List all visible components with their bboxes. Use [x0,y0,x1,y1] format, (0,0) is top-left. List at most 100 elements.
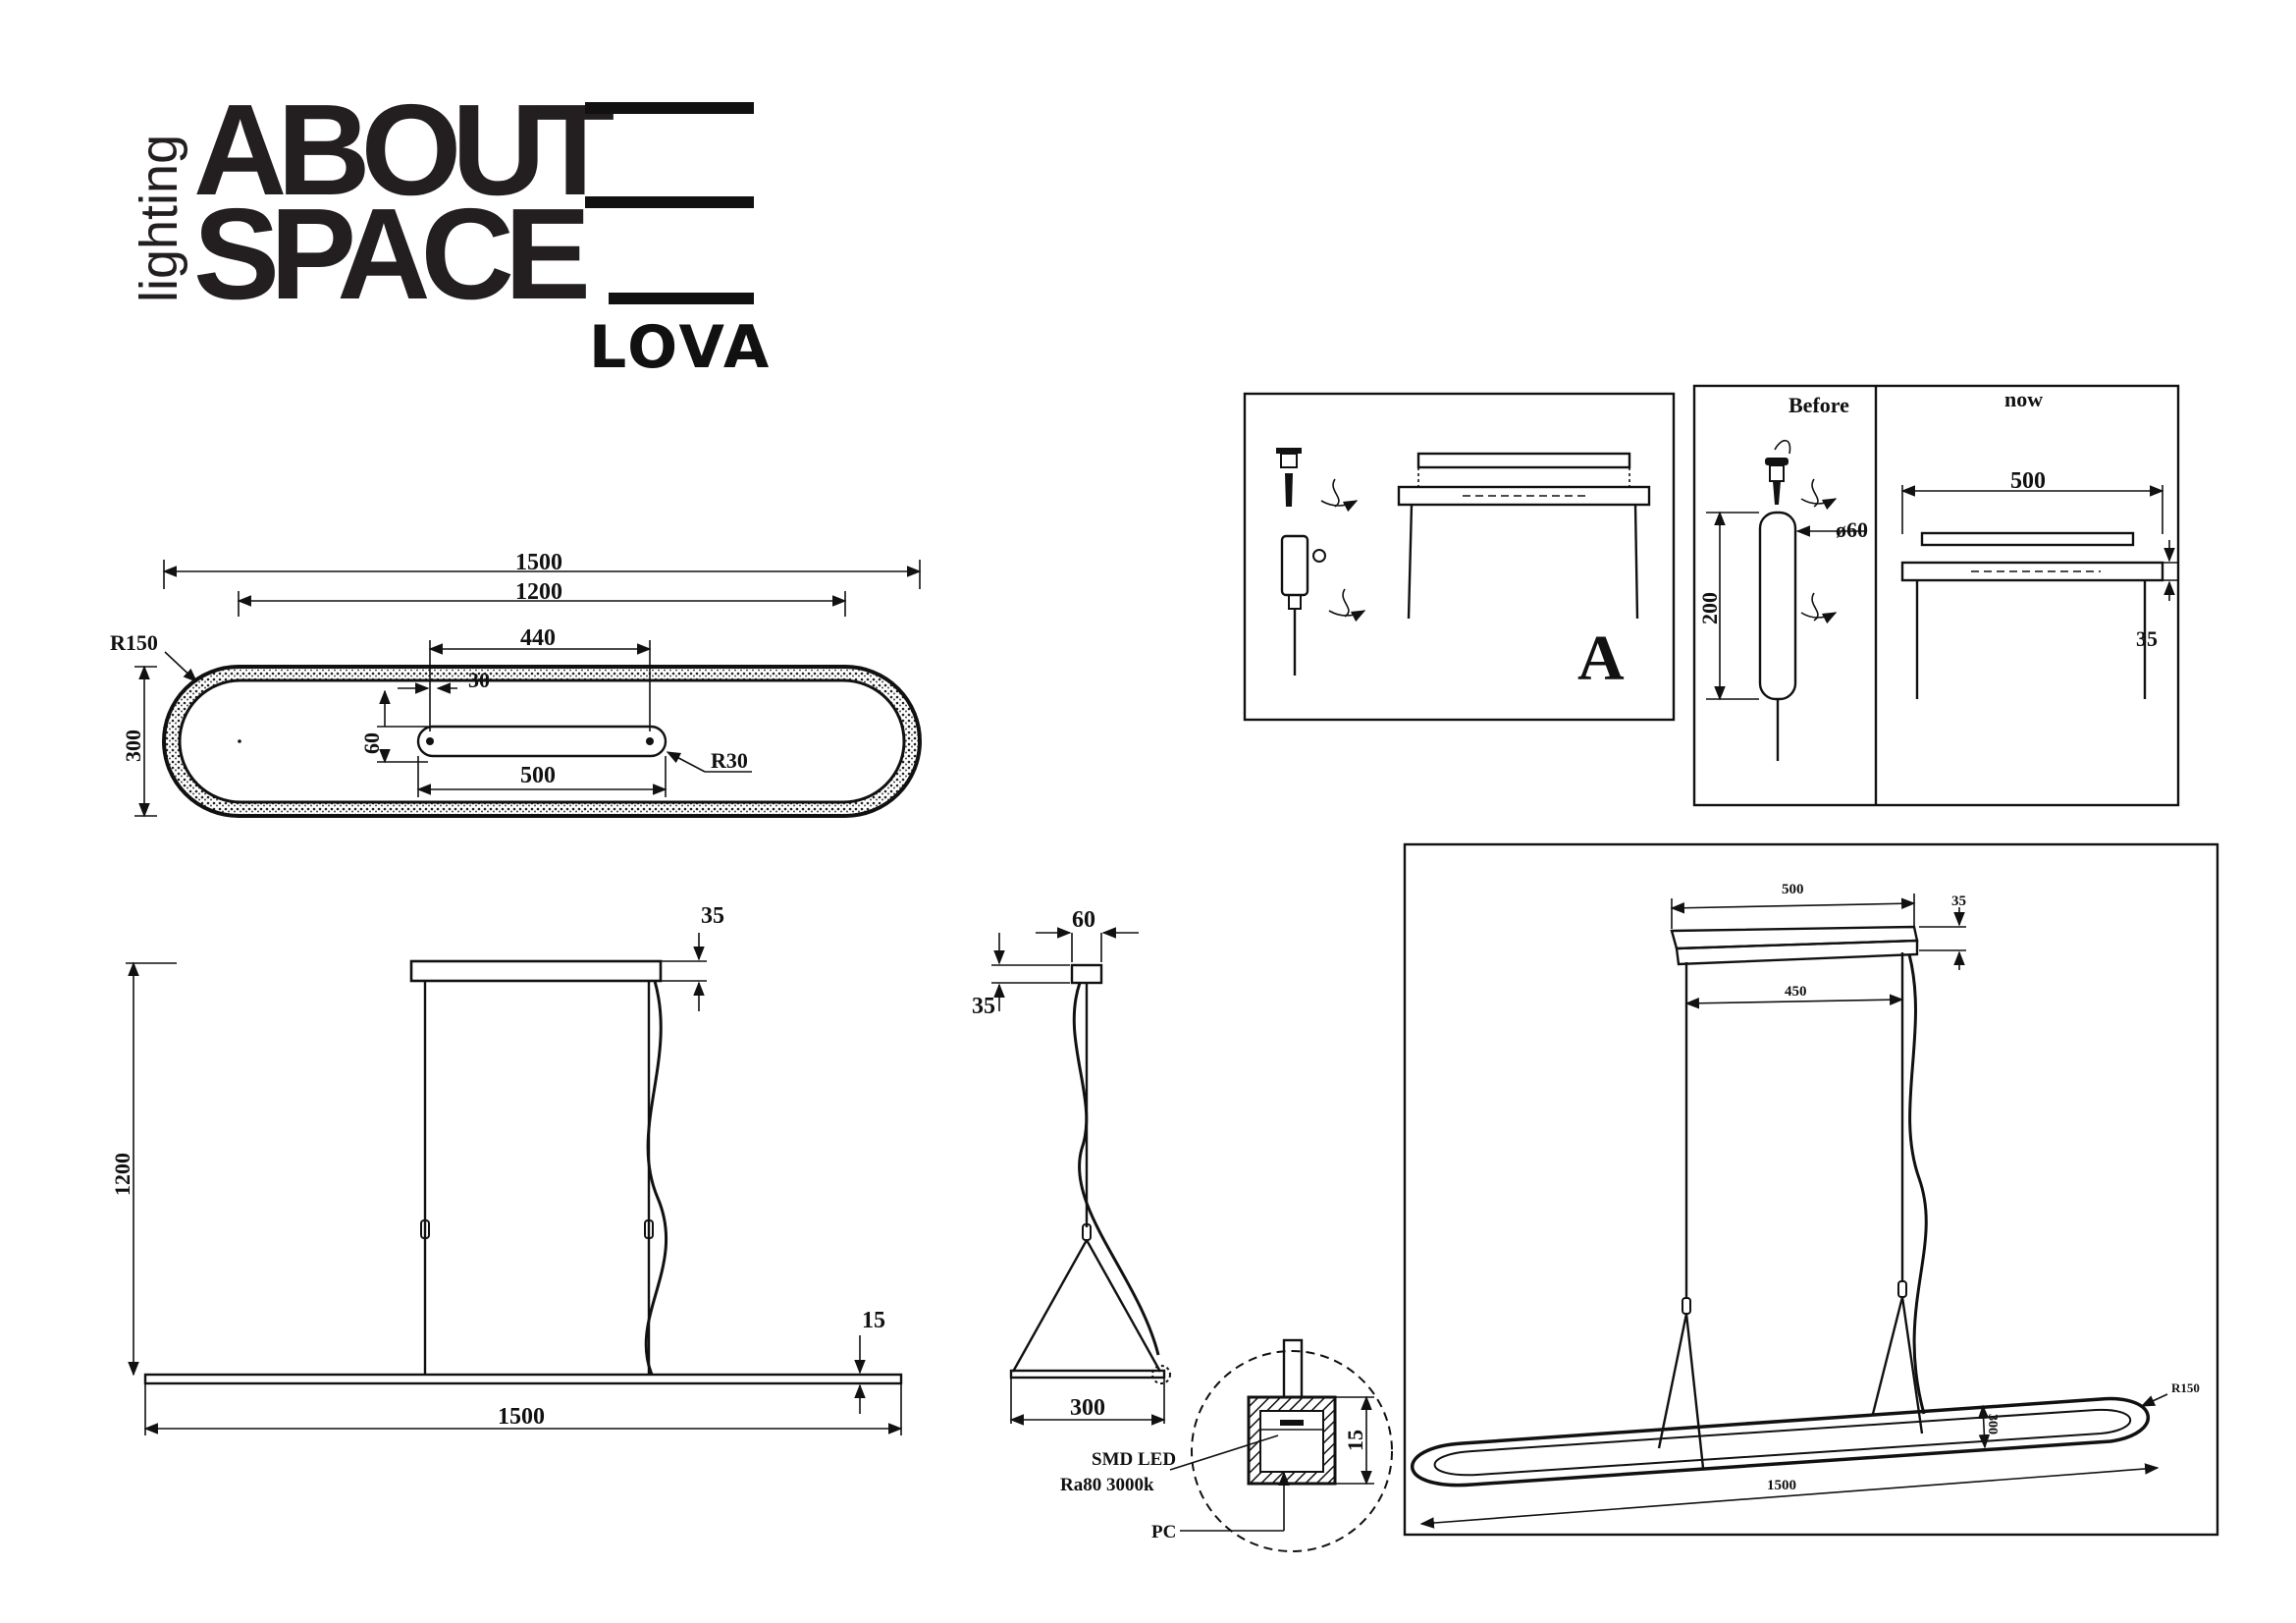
front-power-cord [644,980,668,1376]
persp-ring-outer [1411,1396,2151,1488]
dim-label-500: 500 [520,763,556,788]
leader-line [164,651,198,682]
label-smd-led: SMD LED [1092,1449,1176,1470]
label-pc: PC [1151,1522,1176,1542]
rotate-arrow-icon [1800,498,1838,511]
before-tube [1758,511,1797,701]
before-anchor [1769,464,1785,482]
dim-label-300-side: 300 [1070,1395,1105,1421]
section-stem [1282,1338,1304,1399]
detail-zoom-circle [1191,1350,1393,1552]
anchor-head [1280,453,1298,468]
mounting-comparison: Before now ø60 200 500 [1692,384,2180,807]
persp-sling-right-a [1871,1296,1904,1415]
leader-r150-persp [2140,1393,2168,1407]
center-mark [238,739,241,743]
dim-label-300-persp: 300 [1985,1414,2000,1434]
persp-canopy-side [1675,939,1919,966]
dim-label-r150: R150 [110,630,158,655]
dim-label-1500-persp: 1500 [1767,1478,1796,1493]
side-sling-right [1085,1239,1162,1373]
dim-label-1500: 1500 [515,550,562,575]
dim-label-500-now: 500 [2010,468,2046,494]
persp-sling-left-b [1684,1313,1705,1469]
rotate-arrow-icon [1328,610,1366,622]
logo-lighting-text: lighting [130,135,188,302]
model-name: LOVA [589,313,772,382]
label-led-spec: Ra80 3000k [1060,1475,1154,1495]
dim-label-60: 60 [359,732,384,754]
canopy-plate [416,725,667,758]
rotate-arrow-icon [1811,592,1819,622]
rotate-arrow-icon [1320,500,1359,513]
dim-label-r150-persp: R150 [2171,1380,2200,1395]
persp-ring-inner [1433,1408,2132,1477]
logo-bar-mid [585,196,754,208]
persp-grip-left [1682,1297,1691,1315]
dim-label-450: 450 [1785,984,1807,1000]
logo-space-text: SPACE [193,182,586,326]
dim-label-35-now: 35 [2136,626,2158,651]
connector-body [1280,534,1309,597]
front-canopy [409,959,663,983]
rotate-arrow-icon [1800,612,1838,624]
persp-power-cord [1907,953,1928,1415]
registered-icon [1312,549,1326,563]
before-screw [1773,481,1781,505]
persp-grip-right [1897,1280,1907,1298]
brand-logo: lighting ABOUT SPACE LOVA [130,78,772,382]
rotate-arrow-icon [1811,478,1819,508]
dim-label-r30: R30 [711,748,748,773]
before-cap [1765,458,1789,465]
dim-line-500-persp [1670,897,1916,914]
front-cable-grip-left [420,1219,430,1239]
mount-bracket [1416,452,1631,469]
dim-label-500-persp: 500 [1782,882,1804,897]
mount-cable-right [1633,504,1639,620]
mounting-panel-a: A [1243,392,1676,722]
connector-tip [1288,594,1302,610]
logo-bar-top [585,102,754,114]
top-view: 1500 1200 R150 300 440 30 60 [110,550,922,818]
detail-callout-circle [1151,1365,1171,1384]
dim-label-35-persp: 35 [1951,893,1966,909]
dim-label-300: 300 [121,730,145,762]
dim-label-200: 200 [1697,592,1722,624]
label-before: Before [1789,393,1849,417]
dim-label-30: 30 [468,668,490,692]
side-body [1009,1369,1166,1380]
front-body [143,1373,903,1385]
dim-line-300-persp [1977,1404,1991,1449]
leader-led [1169,1434,1279,1471]
side-power-cord [1072,982,1160,1356]
side-view: 60 35 300 [972,907,1171,1426]
mount-cable-left [1407,504,1414,620]
front-view: 35 1200 15 1500 [110,903,903,1435]
side-sling-left [1011,1239,1089,1373]
perspective-frame [1403,842,2219,1537]
dim-line-450 [1684,994,1904,1009]
dim-label-15: 15 [862,1308,885,1333]
dim-label-60-side: 60 [1072,907,1095,933]
before-wire-loop [1774,439,1791,455]
dim-label-440: 440 [520,625,556,651]
rotate-arrow-icon [1332,478,1340,508]
section-led-chip [1280,1420,1304,1426]
logo-about-text: ABOUT [193,78,614,222]
front-cable-grip-right [644,1219,654,1239]
dim-label-1500-front: 1500 [498,1404,545,1430]
rotate-arrow-icon [1342,588,1350,618]
canopy-hole-left [426,737,434,745]
now-bracket [1920,531,2135,547]
dim-label-35-side: 35 [972,994,995,1019]
label-now: now [2004,387,2043,411]
perspective-view: 500 35 450 R150 300 1500 [1403,842,2219,1537]
dim-label-dia: ø60 [1836,517,1868,542]
now-canopy [1900,561,2164,582]
panel-a-frame [1243,392,1676,722]
dim-label-35: 35 [701,903,724,929]
side-canopy [1070,963,1103,985]
leader-line [666,751,706,773]
dim-label-15-section: 15 [1343,1430,1367,1451]
